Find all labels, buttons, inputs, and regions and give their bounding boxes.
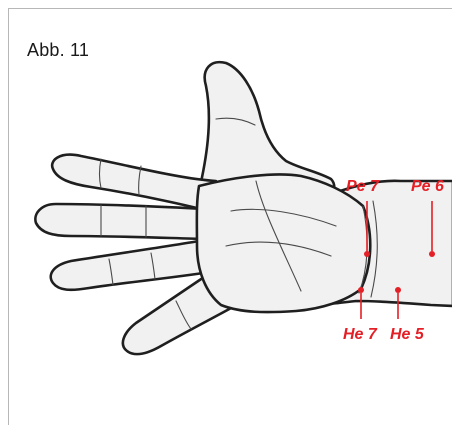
label-pe6: Pe 6 xyxy=(411,178,444,195)
ring-finger xyxy=(51,239,216,290)
label-he7: He 7 xyxy=(343,326,378,343)
hand-illustration: Pe 7 Pe 6 He 7 He 5 xyxy=(9,9,452,425)
figure-caption: Abb. 11 xyxy=(27,40,89,61)
label-he5: He 5 xyxy=(390,326,425,343)
label-pe7: Pe 7 xyxy=(346,178,380,195)
figure-frame: Pe 7 Pe 6 He 7 He 5 xyxy=(8,8,452,425)
middle-finger xyxy=(35,204,206,239)
